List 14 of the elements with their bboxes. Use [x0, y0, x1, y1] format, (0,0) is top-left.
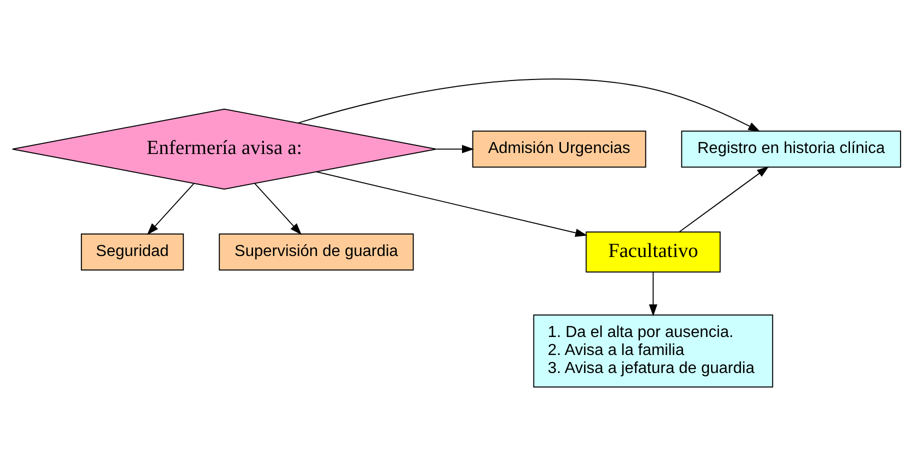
arrow: [679, 166, 769, 232]
node-box: 1. Da el alta por ausencia. 2. Avisa a la familia 3. Avisa a jefatura de guardia: [533, 314, 774, 388]
arrow: [254, 182, 302, 236]
node-box: Supervisión de guardia: [218, 234, 414, 271]
node-box: Seguridad: [80, 234, 184, 271]
arrow: [648, 272, 658, 316]
arrow: [146, 182, 194, 236]
node-box: Registro en historia clínica: [681, 130, 902, 168]
node-box: Facultativo: [586, 232, 721, 273]
node-box: Admisión Urgencias: [472, 130, 646, 168]
arrow: [316, 171, 588, 237]
arrow: [436, 144, 474, 154]
node-diamond: Enfermería avisa a:: [12, 108, 437, 190]
arrow: [298, 78, 760, 132]
